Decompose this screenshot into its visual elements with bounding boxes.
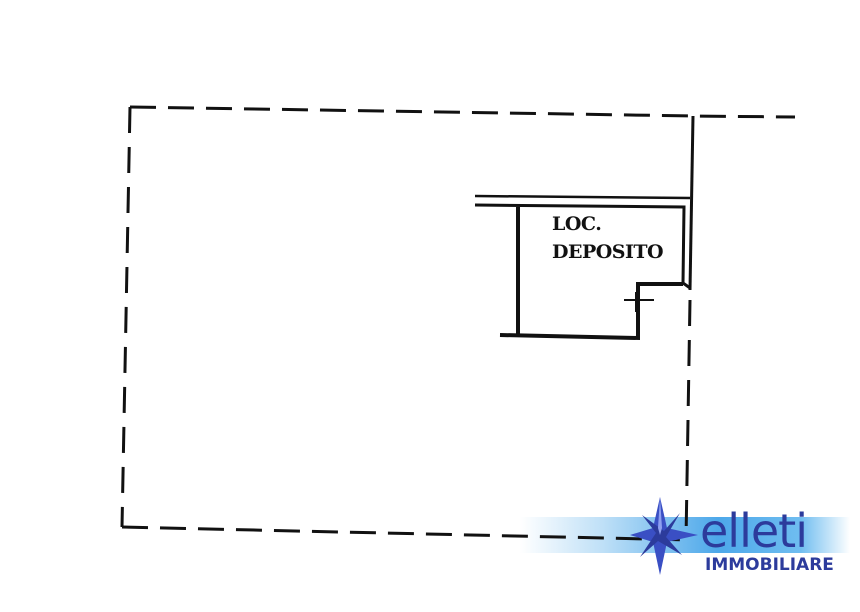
logo-name: elleti <box>700 504 808 558</box>
room-label-line2: DEPOSITO <box>552 241 664 263</box>
room-label-line1: LOC. <box>552 213 602 235</box>
room-walls <box>474 115 695 341</box>
logo-subtitle: IMMOBILIARE <box>705 555 834 575</box>
compass-star-icon <box>630 497 698 575</box>
property-boundary <box>120 105 796 542</box>
